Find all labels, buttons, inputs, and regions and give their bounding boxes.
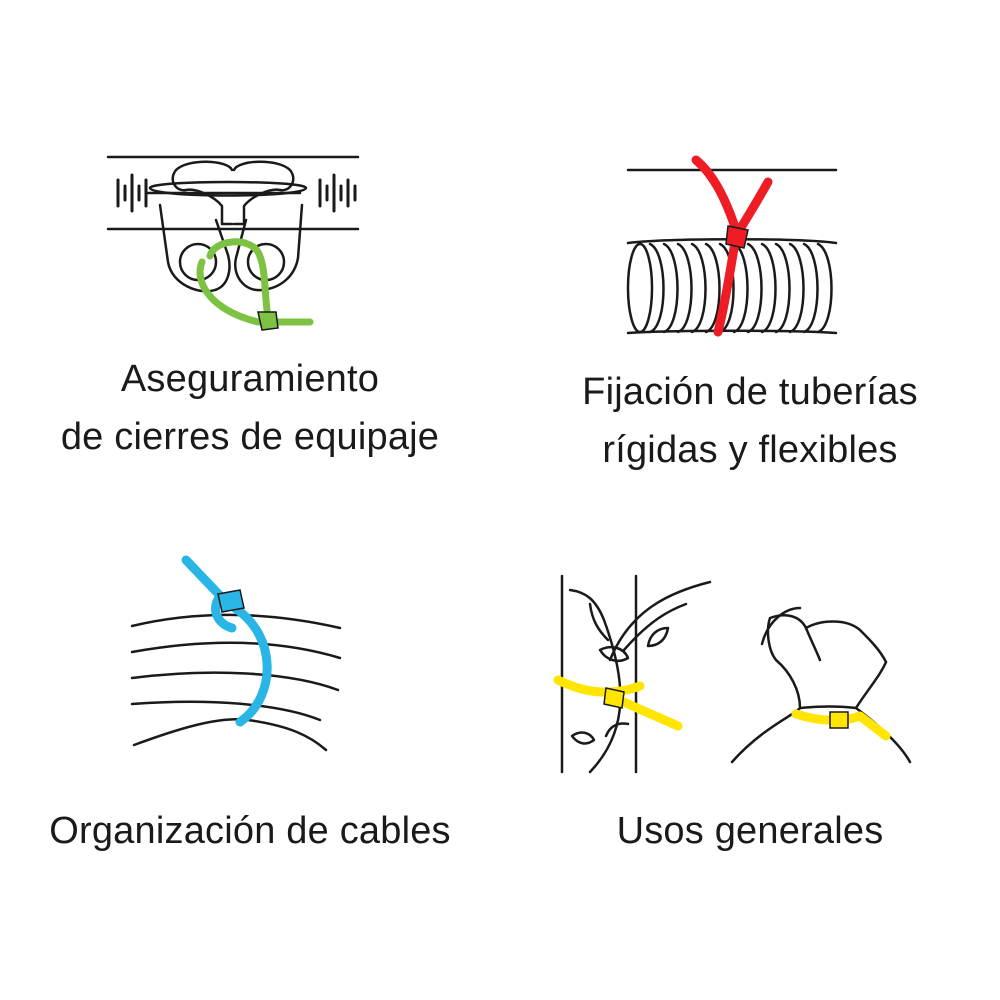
caption-pipes: Fijación de tuberías rígidas y flexibles — [500, 363, 1000, 479]
plant-stake-icon — [500, 500, 1000, 1000]
caption-luggage-line-1: Aseguramiento — [120, 358, 380, 400]
panel-pipes: Fijación de tuberías rígidas y flexibles — [500, 0, 1000, 500]
panel-general: Usos generales — [500, 500, 1000, 1000]
caption-cables-line-1: Organización de cables — [49, 810, 451, 852]
corrugated-pipe-icon — [500, 0, 1000, 500]
caption-cables: Organización de cables — [0, 802, 500, 860]
cable-bundle-icon — [0, 500, 500, 1000]
caption-pipes-line-2: rígidas y flexibles — [602, 429, 898, 471]
caption-general-line-1: Usos generales — [616, 810, 884, 852]
caption-luggage: Aseguramiento de cierres de equipaje — [0, 350, 500, 466]
panel-luggage: Aseguramiento de cierres de equipaje — [0, 0, 500, 500]
caption-pipes-line-1: Fijación de tuberías — [582, 371, 918, 413]
caption-general: Usos generales — [500, 802, 1000, 860]
panel-cables: Organización de cables — [0, 500, 500, 1000]
caption-luggage-line-2: de cierres de equipaje — [60, 416, 440, 458]
luggage-zipper-icon — [0, 0, 500, 500]
